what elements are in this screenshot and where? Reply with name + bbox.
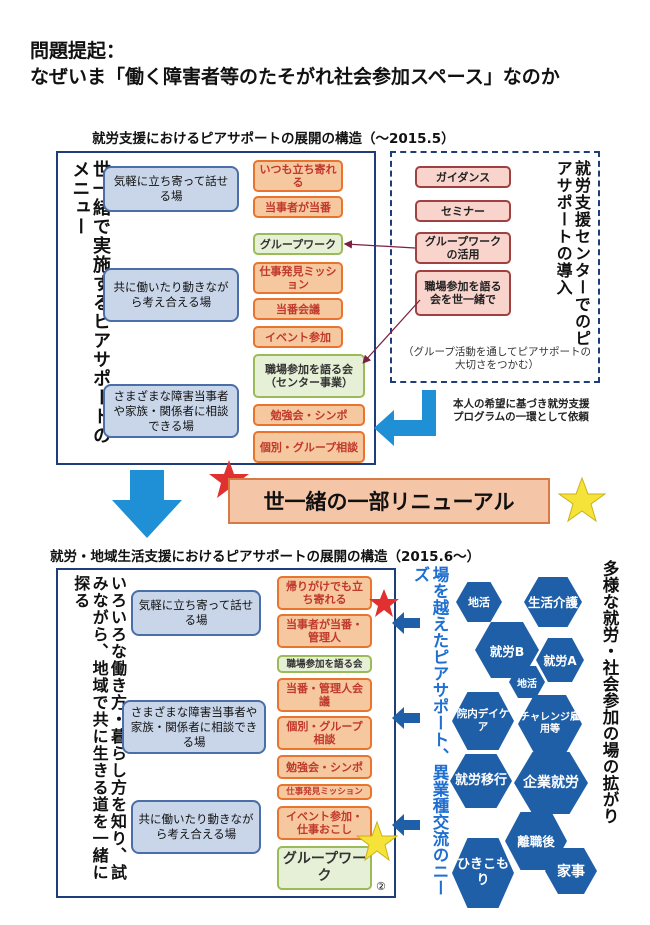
down-arrow-icon bbox=[112, 470, 182, 538]
diverse-label: 多様な就労・社会参加の場の拡がり bbox=[600, 560, 619, 824]
menu-item: イベント参加・仕事おこし bbox=[277, 806, 372, 840]
yellow-star-icon bbox=[558, 476, 606, 523]
section1-center-frame bbox=[390, 151, 600, 383]
menu-item: 当番・管理人会議 bbox=[277, 678, 372, 712]
hex-item: 就労移行 bbox=[450, 754, 512, 808]
center-item: グループワークの活用 bbox=[415, 232, 511, 264]
menu-item: 個別・グループ相談 bbox=[253, 431, 365, 463]
center-item: セミナー bbox=[415, 200, 511, 222]
menu-item: 帰りがけでも立ち寄れる bbox=[277, 576, 372, 610]
menu-item: 仕事発見ミッション bbox=[277, 784, 372, 800]
blue-box-drop-in: 気軽に立ち寄って話せる場 bbox=[131, 590, 261, 636]
hex-item: 院内デイケア bbox=[452, 692, 514, 750]
header-line2: なぜいま「働く障害者等のたそがれ社会参加スペース」なのか bbox=[30, 66, 560, 88]
yellow-star-icon bbox=[356, 820, 398, 862]
section1-vertical-label: 世一緒で実施するピアサポートのメニュー bbox=[69, 160, 111, 445]
hex-item: 地活 bbox=[456, 582, 502, 622]
header-line1: 問題提起： bbox=[30, 40, 126, 62]
arrow-left-icon bbox=[392, 612, 420, 634]
renewal-banner: 世一緒の一部リニューアル bbox=[228, 478, 550, 524]
blue-box-work-together: 共に働いたり動きながら考え合える場 bbox=[131, 800, 261, 854]
cross-label: 場を越えたピアサポート、異業種交流のニーズ bbox=[411, 566, 449, 896]
center-note: （グループ活動を通してピアサポートの大切さをつかむ） bbox=[402, 346, 592, 371]
request-note: 本人の希望に基づき就労支援プログラムの一環として依頼 bbox=[453, 398, 590, 423]
center-item: 職場参加を語る会を世一緒で bbox=[415, 270, 511, 316]
blue-box-drop-in: 気軽に立ち寄って話せる場 bbox=[103, 166, 239, 212]
center-vertical-label: 就労支援センターでのピアサポートの導入 bbox=[553, 160, 591, 347]
menu-item: 職場参加を語る会 bbox=[277, 655, 372, 673]
menu-item: 当事者が当番・管理人 bbox=[277, 614, 372, 648]
menu-item: 当事者が当番 bbox=[253, 196, 343, 218]
arrow-left-icon bbox=[392, 814, 420, 836]
page-mark: ② bbox=[376, 880, 386, 893]
hex-item: 生活介護 bbox=[524, 577, 582, 627]
menu-item-groupwork: グループワーク bbox=[253, 233, 343, 255]
menu-item-career-talk: 職場参加を語る会（センター事業） bbox=[253, 354, 365, 398]
l-arrow-icon bbox=[374, 390, 436, 446]
menu-item: 個別・グループ相談 bbox=[277, 716, 372, 750]
arrow-left-icon bbox=[392, 707, 420, 729]
center-item: ガイダンス bbox=[415, 166, 511, 188]
hex-item: 家事 bbox=[545, 848, 597, 894]
section2-vertical-label: いろいろな働き方・暮らし方を知り、試みながら、地域で共に生きる道を一緒に探る bbox=[71, 575, 127, 881]
hex-item: チャレンジ雇用等 bbox=[518, 695, 582, 753]
menu-item: 当番会議 bbox=[253, 298, 343, 320]
section1-title: 就労支援におけるピアサポートの展開の構造（～2015.5） bbox=[92, 131, 455, 147]
menu-item: 仕事発見ミッション bbox=[253, 262, 343, 294]
red-star-icon bbox=[369, 589, 399, 617]
blue-box-consult: さまざまな障害当事者や家族・関係者に相談できる場 bbox=[122, 700, 266, 754]
menu-item: 勉強会・シンポ bbox=[277, 755, 372, 779]
blue-box-consult: さまざまな障害当事者や家族・関係者に相談できる場 bbox=[103, 384, 239, 438]
menu-item: 勉強会・シンポ bbox=[253, 404, 365, 426]
menu-item: いつも立ち寄れる bbox=[253, 160, 343, 192]
section2-title: 就労・地域生活支援におけるピアサポートの展開の構造（2015.6～） bbox=[50, 549, 481, 565]
hex-item: ひきこもり bbox=[452, 838, 514, 908]
menu-item: イベント参加 bbox=[253, 326, 343, 348]
menu-item-groupwork: グループワーク bbox=[277, 846, 372, 890]
blue-box-work-together: 共に働いたり動きながら考え合える場 bbox=[103, 268, 239, 322]
